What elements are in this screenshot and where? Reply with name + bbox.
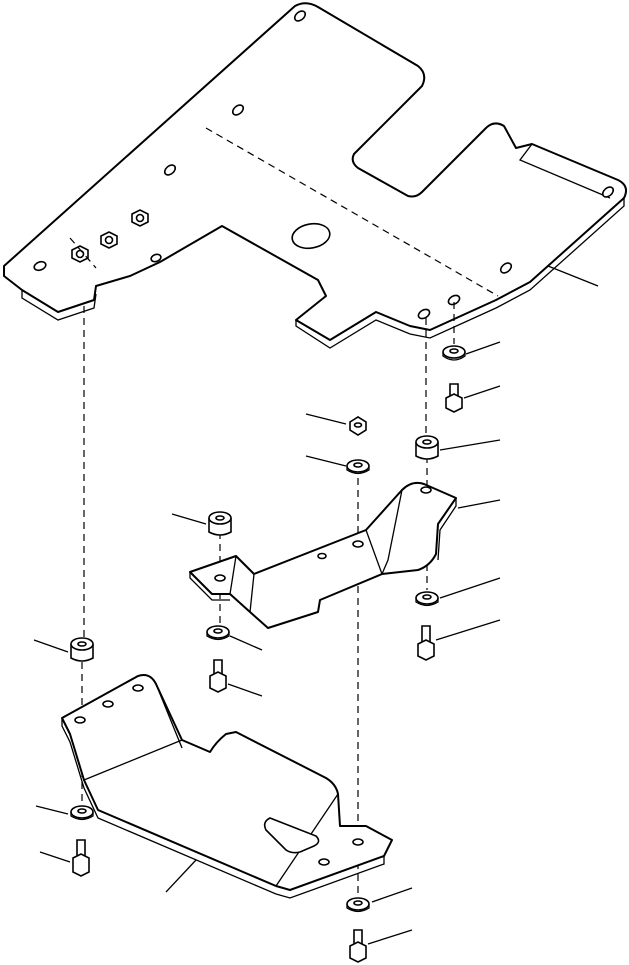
bolt [209, 659, 227, 693]
center-bracket [189, 481, 457, 629]
bolt [72, 839, 90, 877]
washer [415, 591, 439, 607]
spacer [208, 511, 232, 536]
weld-nut [71, 245, 89, 263]
leader-line [165, 859, 197, 893]
bolt [417, 625, 435, 661]
leader-line [305, 413, 347, 425]
floor-plate [3, 2, 627, 349]
leader-line [547, 265, 599, 287]
washer [346, 459, 370, 475]
leader-line [229, 635, 263, 651]
leader-line [465, 341, 501, 355]
leader-line [457, 499, 501, 509]
washer [206, 625, 230, 641]
leader-line [305, 455, 347, 467]
leader-line [171, 513, 207, 525]
leader-line [35, 805, 69, 815]
leader-line [33, 639, 69, 653]
washer [442, 345, 466, 361]
leader-line [367, 929, 413, 945]
weld-nut [131, 209, 149, 227]
spacer [415, 435, 439, 460]
nut [349, 416, 367, 436]
leader-line [227, 683, 263, 697]
leader-line [39, 851, 71, 863]
bolt [445, 383, 463, 413]
leader-line [435, 619, 501, 641]
leader-line [371, 887, 413, 903]
spacer [70, 637, 94, 662]
lower-guard-plate [61, 674, 393, 899]
leader-line [439, 439, 501, 451]
leader-line [463, 385, 501, 399]
leader-line [439, 577, 501, 599]
washer [346, 897, 370, 913]
bolt [349, 929, 367, 963]
weld-nut [100, 231, 118, 249]
washer [70, 805, 94, 821]
